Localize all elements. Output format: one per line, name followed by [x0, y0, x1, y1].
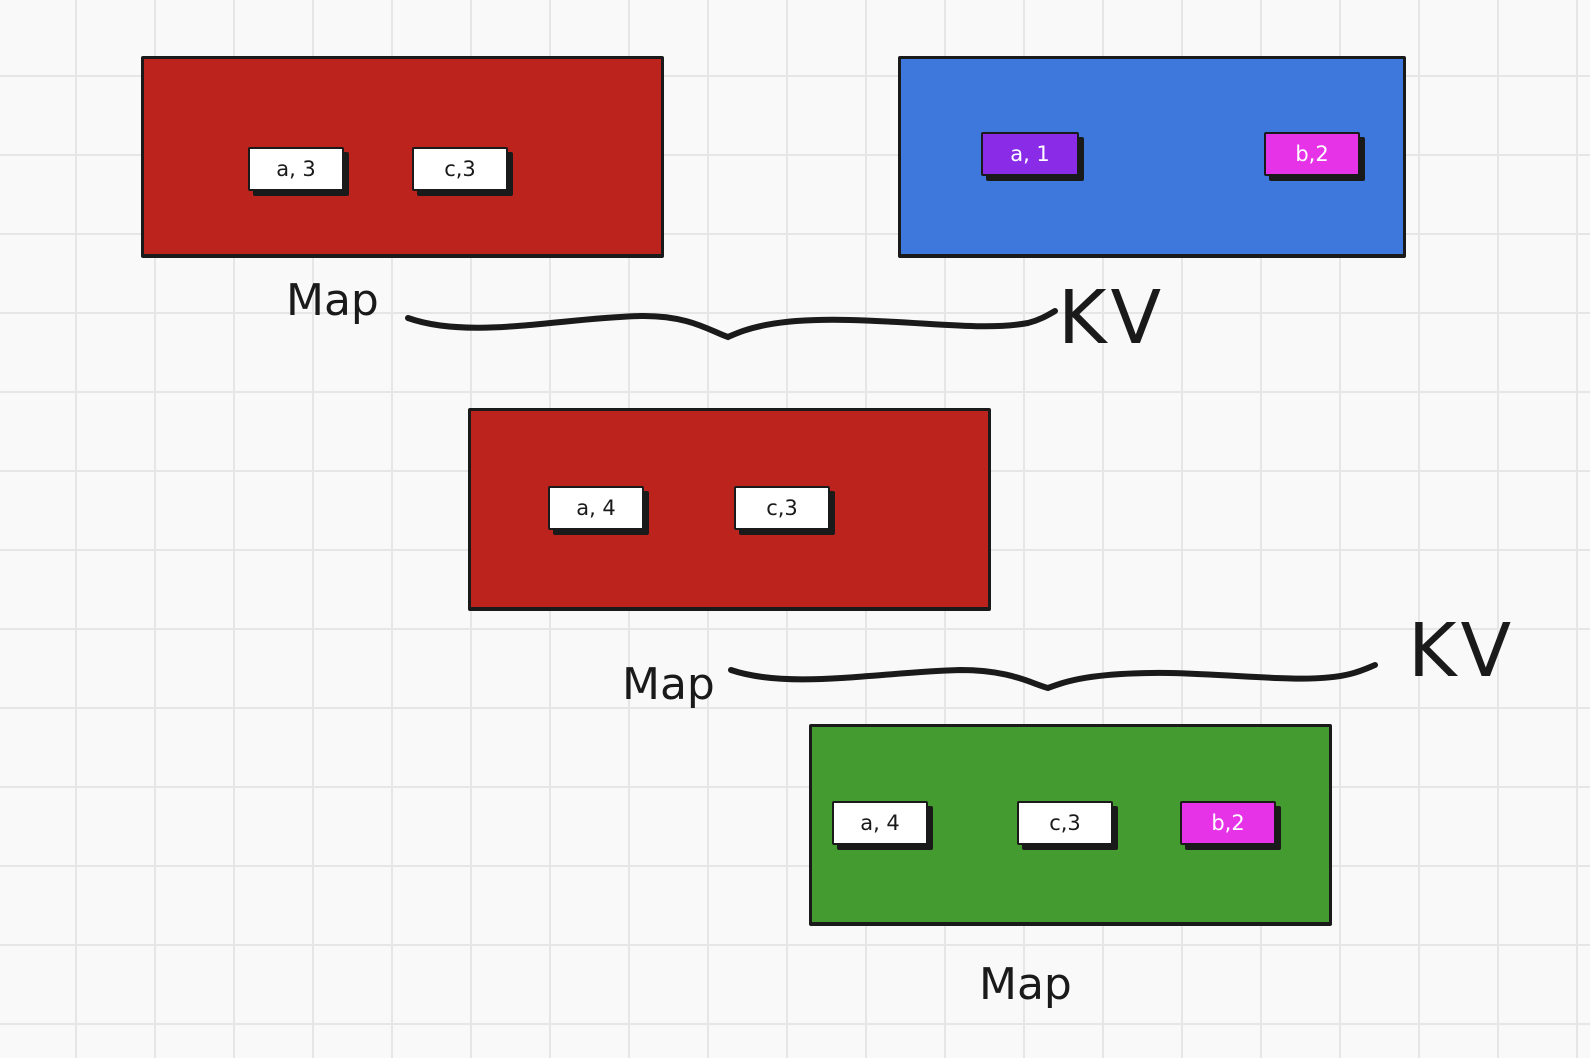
entry-c-3: c,3 [1017, 801, 1113, 845]
kv-label-1: KV [1058, 275, 1166, 361]
entry-c-3: c,3 [734, 486, 830, 530]
entry-a-4: a, 4 [548, 486, 644, 530]
entry-a-4: a, 4 [832, 801, 928, 845]
kv-label-2: KV [1408, 608, 1516, 694]
map-label-1: Map [286, 275, 379, 326]
entry-a-3: a, 3 [248, 147, 344, 191]
entry-b-2: b,2 [1264, 132, 1360, 176]
entry-c-3: c,3 [412, 147, 508, 191]
map-box-1 [141, 56, 664, 257]
entry-a-1: a, 1 [981, 132, 1079, 176]
entry-b-2: b,2 [1180, 801, 1276, 845]
map-label-2: Map [622, 659, 715, 710]
map-label-3: Map [979, 959, 1072, 1010]
